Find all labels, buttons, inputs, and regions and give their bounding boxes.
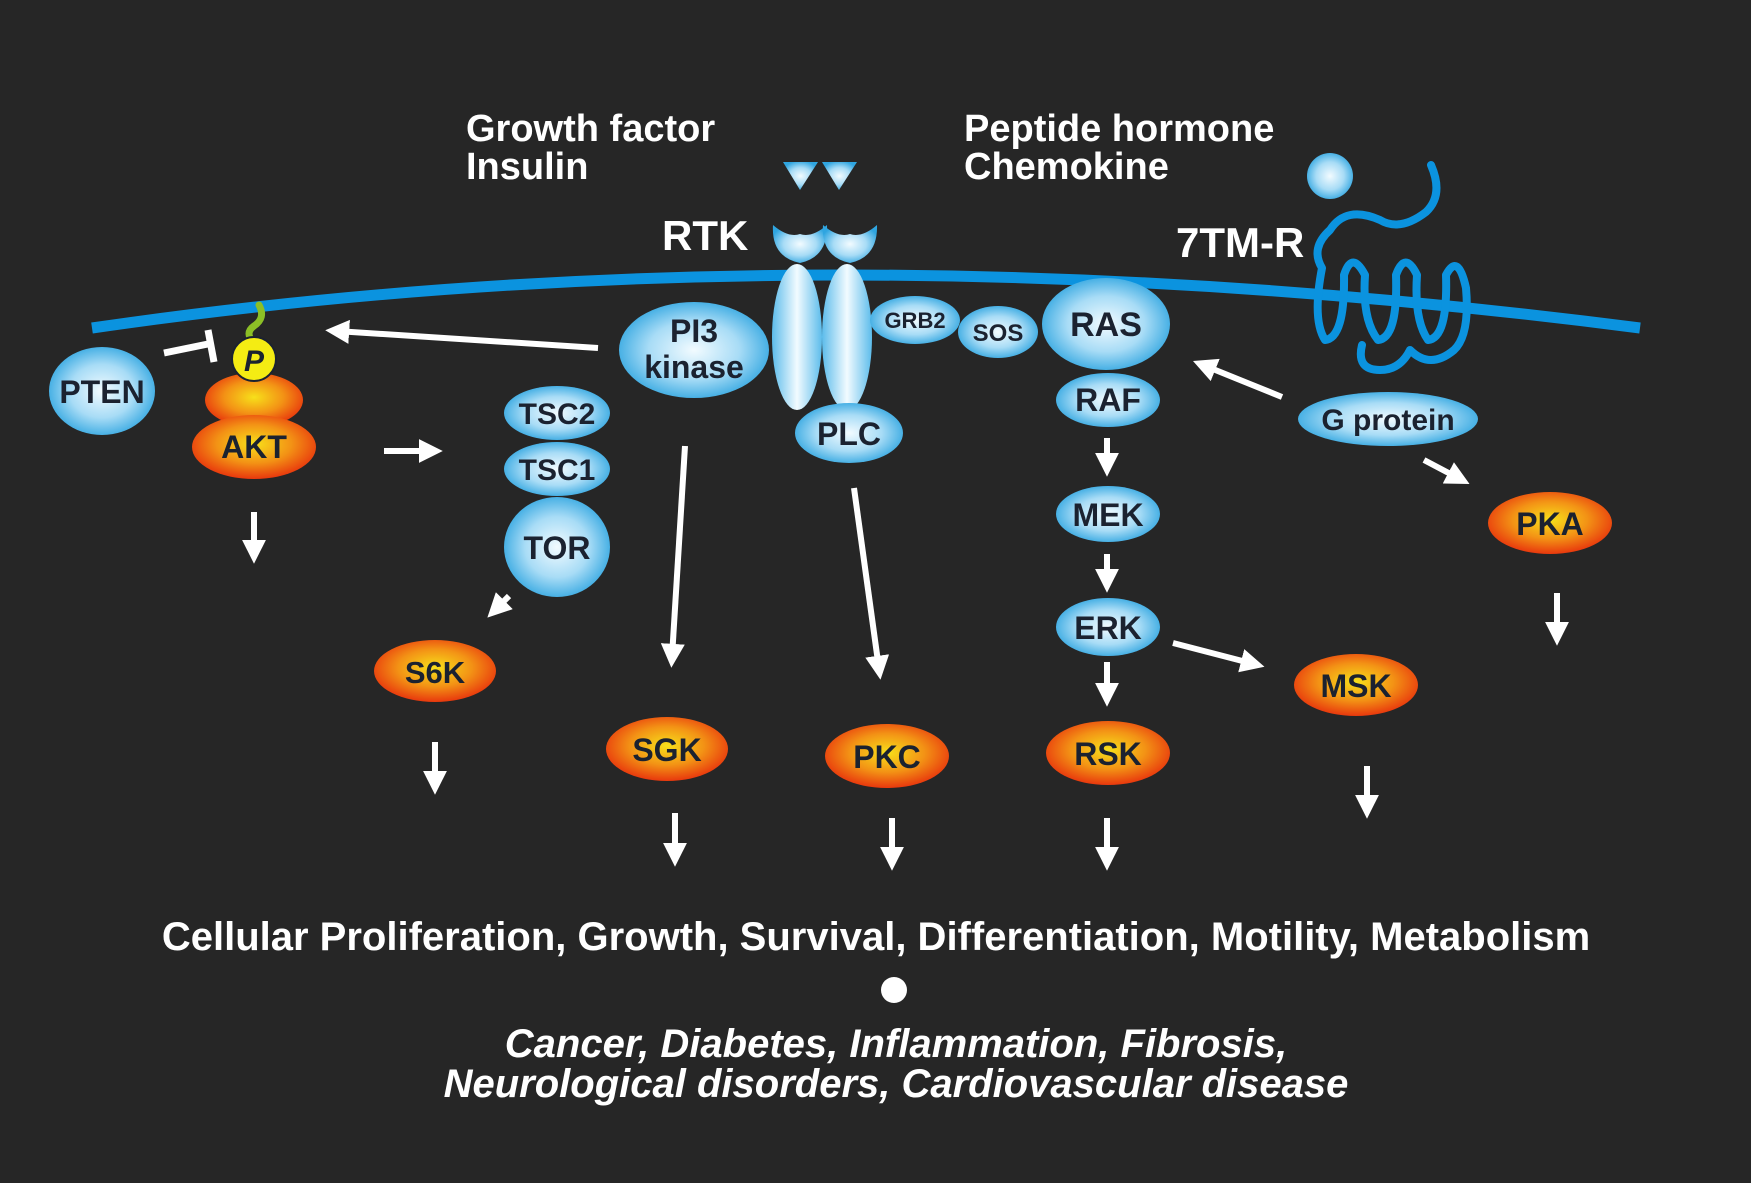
raf-label: RAF [1075,382,1141,418]
mek-label: MEK [1072,497,1143,533]
rtk-ligand-label-2: Insulin [466,146,588,188]
g-protein-node: G protein [1298,392,1478,446]
mek-node: MEK [1056,486,1160,542]
sos-label: SOS [973,320,1024,347]
rtk-ligand-icon [783,162,857,190]
plc-label: PLC [817,416,881,452]
disease-text-2: Neurological disorders, Cardiovascular d… [444,1062,1349,1106]
tsc1-node: TSC1 [504,442,610,496]
cellular-outcomes-text: Cellular Proliferation, Growth, Survival… [162,915,1590,959]
sgk-label: SGK [632,732,701,768]
rsk-node: RSK [1046,721,1170,785]
msk-label: MSK [1320,668,1391,704]
grb2-node: GRB2 [870,296,960,344]
rtk-label: RTK [662,212,748,259]
plc-to-pkc-arrow [851,487,890,680]
sos-node: SOS [958,306,1038,358]
peptide-ligand-icon [1307,153,1353,199]
gpcr-label: 7TM-R [1176,219,1304,266]
akt-node: AKT [192,373,316,479]
arrows [242,319,1569,871]
tsc2-node: TSC2 [504,386,610,440]
bullet-dot [881,977,907,1003]
rtk-ligand-label-1: Growth factor [466,108,715,150]
sgk-node: SGK [606,717,728,781]
tsc2-label: TSC2 [519,398,596,431]
pten-inhibition-bar [163,329,218,363]
rsk-label: RSK [1074,736,1142,772]
pi3k-node: PI3 kinase [619,302,769,398]
pka-node: PKA [1488,492,1612,554]
grb2-label: GRB2 [884,308,945,333]
disease-text-1: Cancer, Diabetes, Inflammation, Fibrosis… [505,1022,1287,1066]
pi3k-label-1: PI3 [670,313,718,349]
ras-label: RAS [1070,306,1142,344]
phospho-node: P [231,336,277,382]
g-protein-label: G protein [1321,404,1454,437]
seven-tm-receptor-icon [1313,161,1471,374]
tor-node: TOR [504,497,610,597]
pi3k-to-akt-arrow [325,319,599,351]
tor-to-s6k-arrow [487,592,513,618]
rtk-receptor-icon [772,225,878,410]
erk-label: ERK [1074,610,1142,646]
pi3k-label-2: kinase [644,349,744,385]
pkc-label: PKC [853,739,921,775]
pten-label: PTEN [59,374,144,410]
s6k-label: S6K [405,655,466,690]
pka-label: PKA [1516,506,1584,542]
pten-node: PTEN [49,347,155,435]
msk-node: MSK [1294,654,1418,716]
tsc1-label: TSC1 [519,454,596,487]
ras-node: RAS [1042,278,1170,370]
akt-label: AKT [221,429,287,465]
erk-node: ERK [1056,598,1160,656]
gpcr-ligand-label-2: Chemokine [964,146,1169,188]
gprotein-to-pka-arrow [1422,457,1470,485]
erk-to-msk-arrow [1172,640,1265,673]
s6k-node: S6K [374,640,496,702]
gprotein-to-ras-arrow [1192,358,1284,400]
pkc-node: PKC [825,724,949,788]
phospho-label: P [244,345,265,378]
tor-label: TOR [524,530,591,566]
pi3k-to-sgk-arrow [660,445,688,668]
plc-node: PLC [795,403,903,463]
raf-node: RAF [1056,373,1160,427]
gpcr-ligand-label-1: Peptide hormone [964,108,1274,150]
